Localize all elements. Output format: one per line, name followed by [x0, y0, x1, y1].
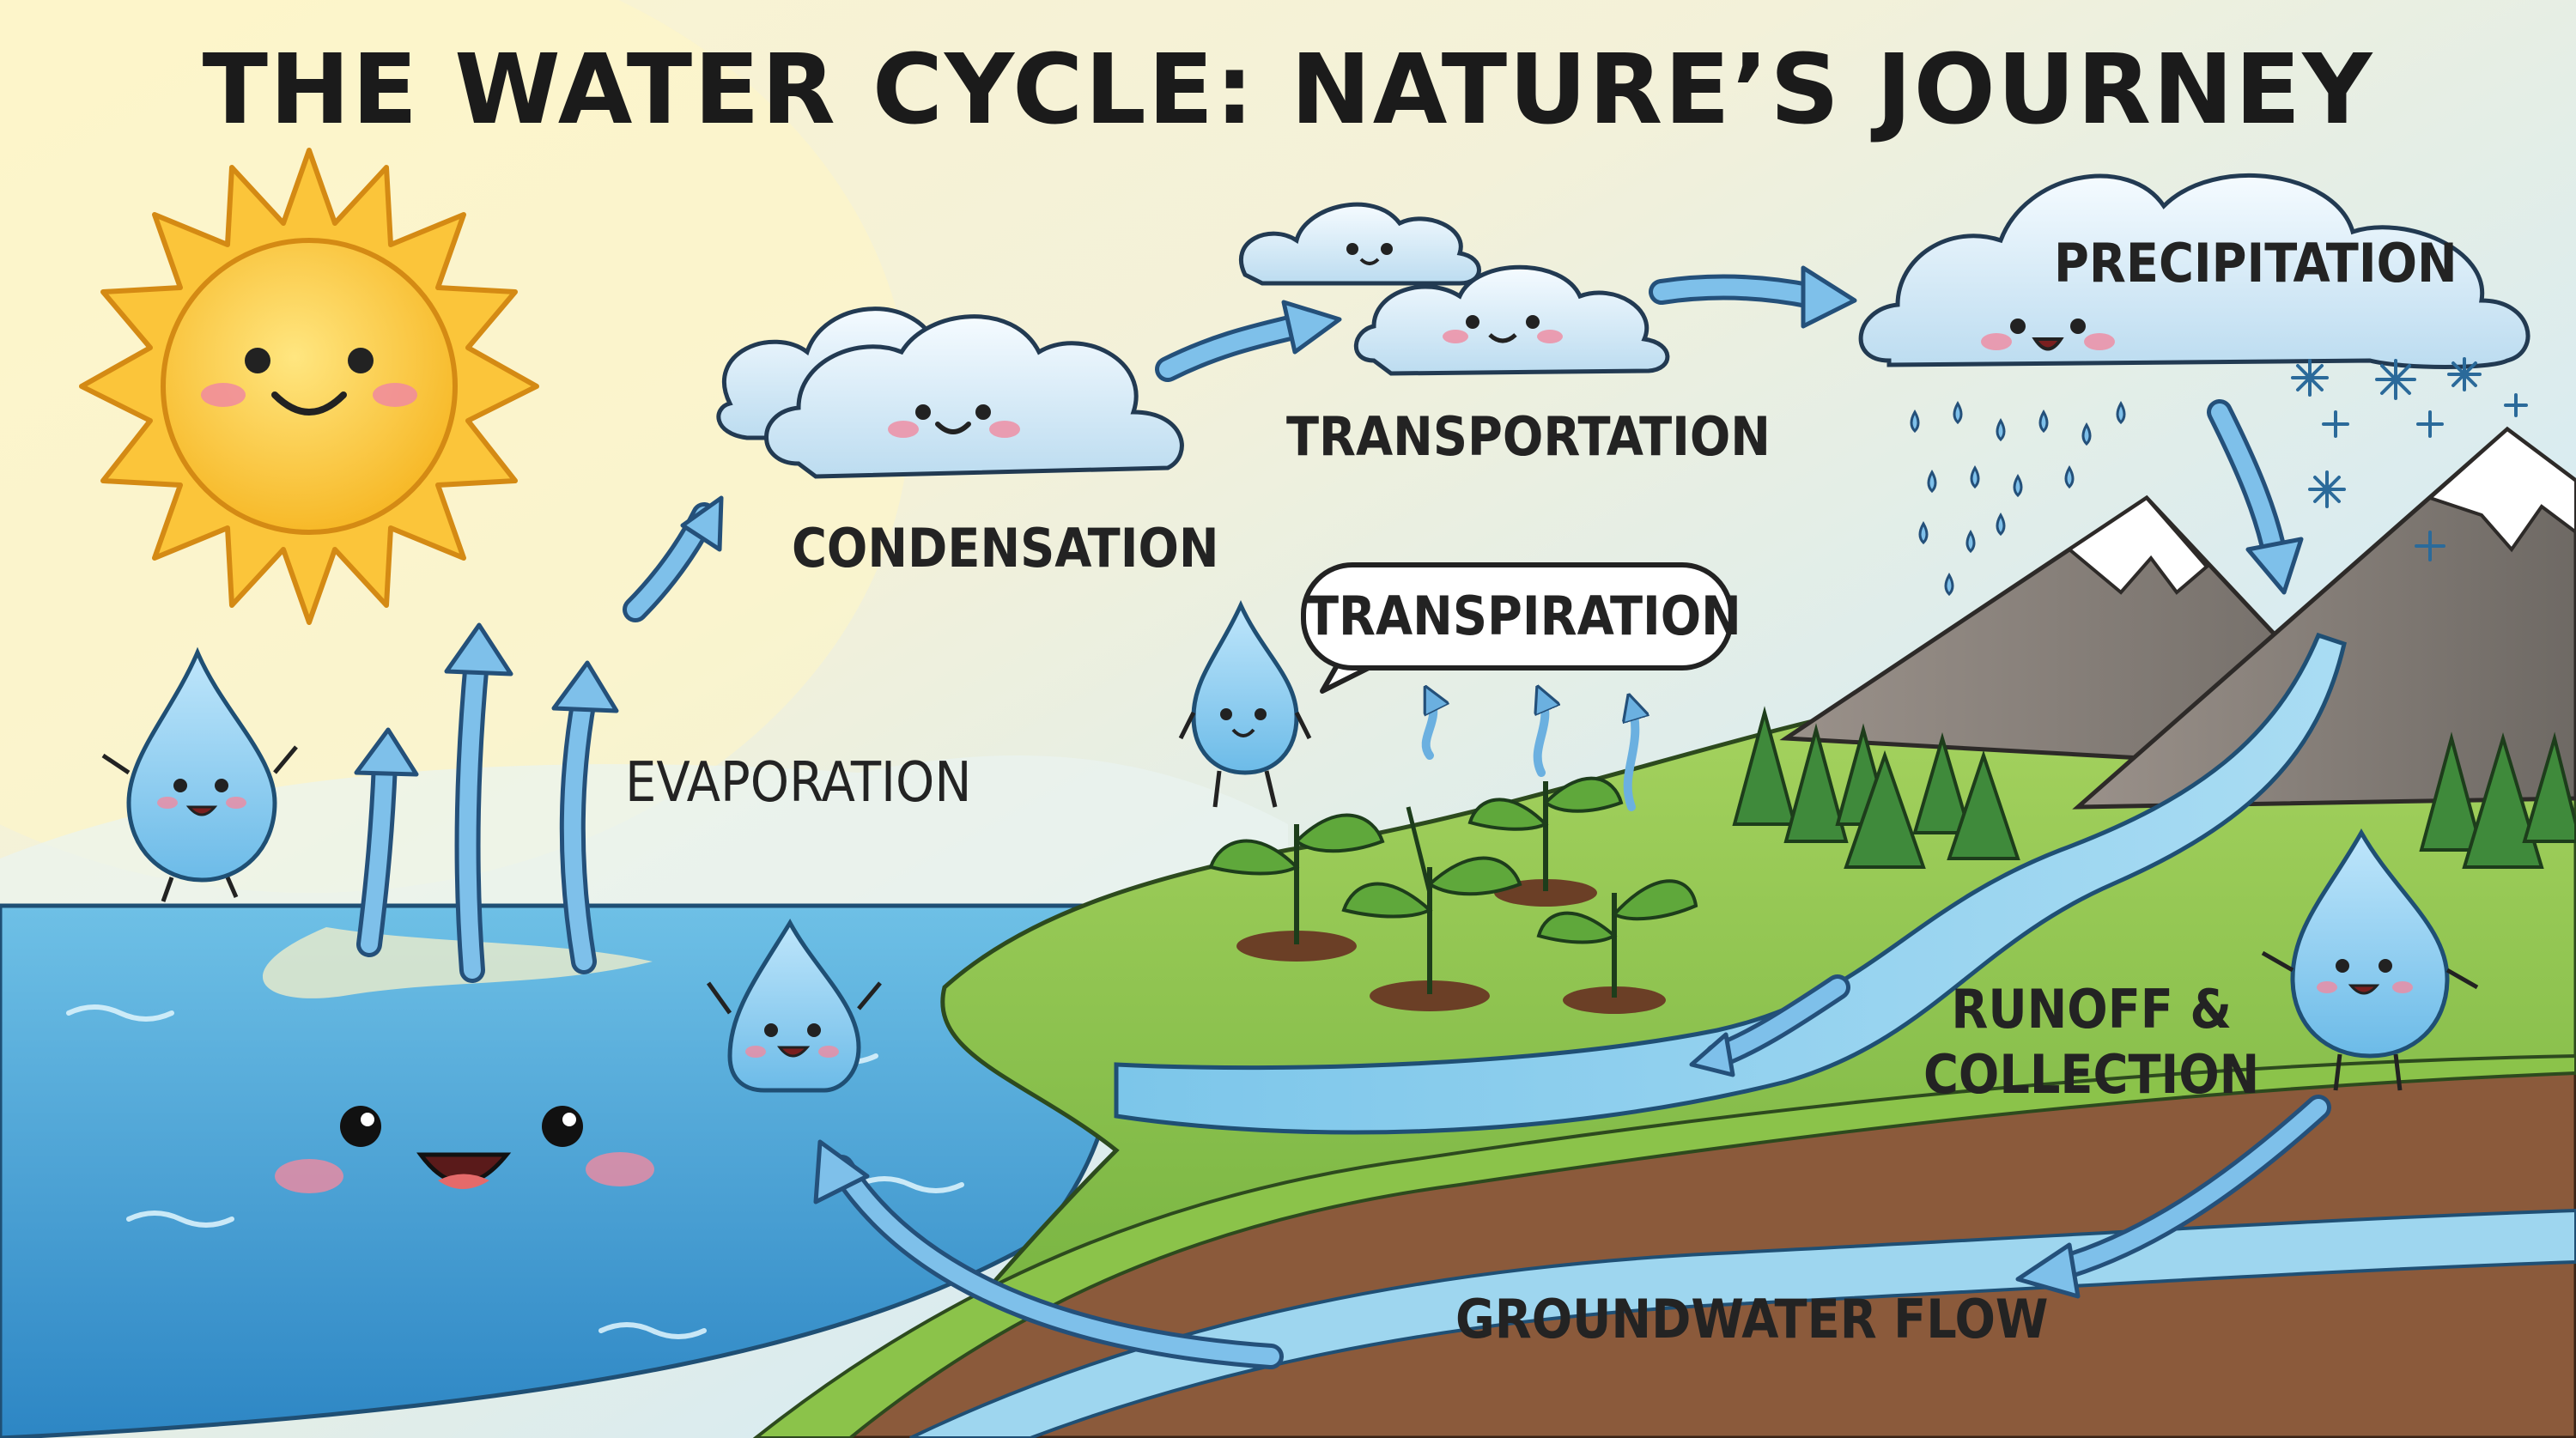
- droplet-character-flying: [101, 646, 298, 902]
- mountain-right-snow: [2427, 427, 2576, 553]
- grass-strip: [752, 1053, 2576, 1438]
- page-title: THE WATER CYCLE: NATURE’S JOURNEY: [202, 34, 2374, 146]
- label-runoff-collection: RUNOFF & COLLECTION: [1923, 978, 2260, 1106]
- snowflake-icons: [2291, 357, 2528, 561]
- plants: [1208, 776, 1698, 1014]
- mountain-right: [2072, 426, 2576, 810]
- transpiration-speech-bubble: TRANSPIRATION: [1301, 562, 1741, 670]
- label-precipitation: PRECIPITATION: [2054, 232, 2458, 294]
- rain-drops: [1910, 400, 2126, 597]
- evaporation-arrowheads: [354, 495, 724, 777]
- pine-trees: [1732, 706, 2576, 869]
- precipitation-cloud: [1858, 173, 2530, 369]
- label-condensation: CONDENSATION: [792, 517, 1219, 579]
- transport-arrows-fill: [833, 278, 2327, 1365]
- transpiration-arrows: [1421, 695, 1636, 811]
- background-haze: [0, 755, 1288, 910]
- droplet-character-plant: [1178, 599, 1312, 808]
- ocean-face: [275, 1106, 654, 1193]
- mountain-left-snow: [2066, 495, 2209, 595]
- label-groundwater-flow: GROUNDWATER FLOW: [1455, 1288, 2049, 1350]
- condensation-cloud: [716, 306, 1184, 479]
- label-transportation: TRANSPORTATION: [1286, 405, 1771, 468]
- droplet-character-runoff: [2261, 828, 2479, 1091]
- label-evaporation: EVAPORATION: [625, 751, 972, 815]
- label-transpiration: TRANSPIRATION: [1306, 585, 1741, 647]
- transportation-clouds: [1238, 202, 1670, 376]
- transport-arrowheads: [813, 265, 2304, 1299]
- sun-icon: [79, 148, 539, 625]
- river: [1114, 632, 2347, 1135]
- droplet-character-swimming: [706, 919, 882, 1093]
